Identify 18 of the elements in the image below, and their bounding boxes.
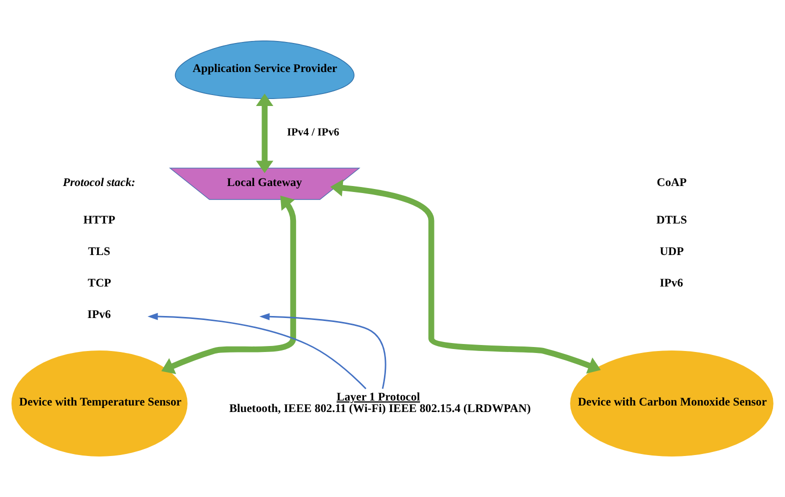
label: CoAP xyxy=(656,176,687,189)
label: DTLS xyxy=(656,214,687,227)
label: UDP xyxy=(660,244,684,258)
label: IPv6 xyxy=(660,276,684,290)
label: TCP xyxy=(88,276,112,290)
arrow xyxy=(330,179,601,374)
node-ellipse: Device with Carbon Monoxide Sensor xyxy=(570,350,774,456)
arrow xyxy=(256,94,274,174)
label: TLS xyxy=(88,244,110,258)
node-ellipse: Device with Temperature Sensor xyxy=(11,350,188,456)
node-text: Layer 1 Protocol Bluetooth, IEEE 802.11 (Wi-Fi) IEEE 802.15.4 (LRDWPAN) xyxy=(229,390,531,416)
arrow xyxy=(161,196,296,374)
label: HTTP xyxy=(83,214,116,227)
arrow xyxy=(148,312,366,390)
label: Protocol stack: xyxy=(62,176,136,189)
arrow xyxy=(259,313,386,389)
edge-label: IPv4 / IPv6 xyxy=(286,126,340,139)
label: IPv6 xyxy=(87,308,111,321)
